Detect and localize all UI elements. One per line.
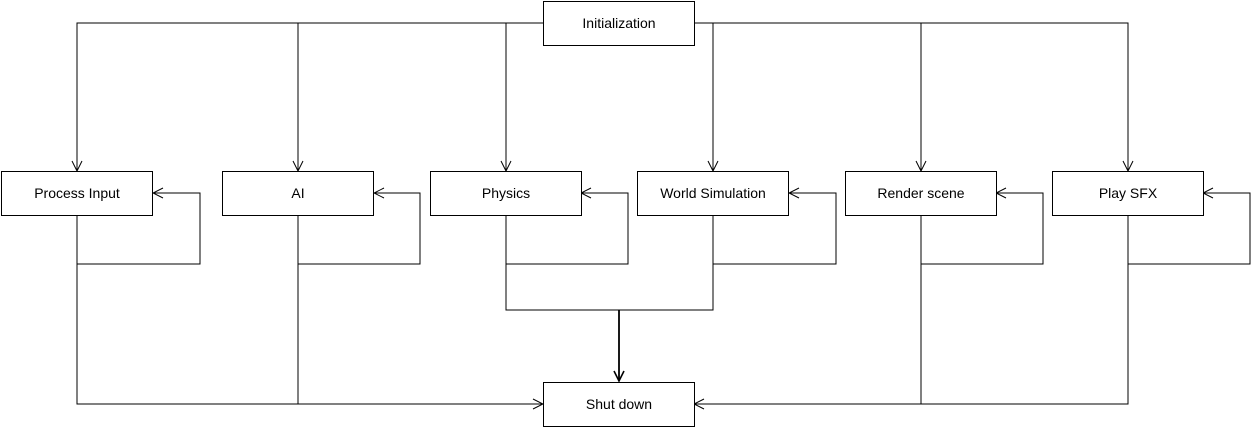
node-shut-down-label: Shut down: [586, 396, 652, 412]
edges-init: [77, 22, 1128, 171]
edge-physics-world-merge: [505, 264, 714, 311]
node-ai: AI: [222, 171, 374, 216]
edge-input-to-shutdown: [76, 264, 543, 404]
node-process-input: Process Input: [1, 171, 153, 216]
node-play-sfx-label: Play SFX: [1099, 185, 1158, 201]
node-physics: Physics: [430, 171, 582, 216]
node-world-simulation-label: World Simulation: [660, 185, 766, 201]
node-ai-label: AI: [291, 185, 304, 201]
loop-world: [712, 193, 837, 265]
node-world-simulation: World Simulation: [637, 171, 789, 216]
edge-init-to-input: [77, 22, 543, 171]
node-shut-down: Shut down: [543, 382, 695, 427]
node-initialization: Initialization: [543, 1, 695, 46]
edges-loops: [76, 193, 1251, 265]
edge-sfx-to-shutdown: [694, 264, 1129, 404]
node-play-sfx: Play SFX: [1052, 171, 1204, 216]
loop-physics: [505, 193, 629, 265]
edges-shutdown: [76, 264, 1129, 404]
loop-ai: [297, 193, 421, 265]
node-render-scene: Render scene: [845, 171, 997, 216]
loop-render: [920, 193, 1044, 265]
node-render-scene-label: Render scene: [877, 185, 964, 201]
node-process-input-label: Process Input: [34, 185, 120, 201]
node-physics-label: Physics: [482, 185, 530, 201]
loop-input: [76, 193, 201, 265]
loop-sfx: [1127, 193, 1251, 265]
node-initialization-label: Initialization: [582, 15, 655, 31]
edge-init-to-render: [694, 22, 1128, 171]
